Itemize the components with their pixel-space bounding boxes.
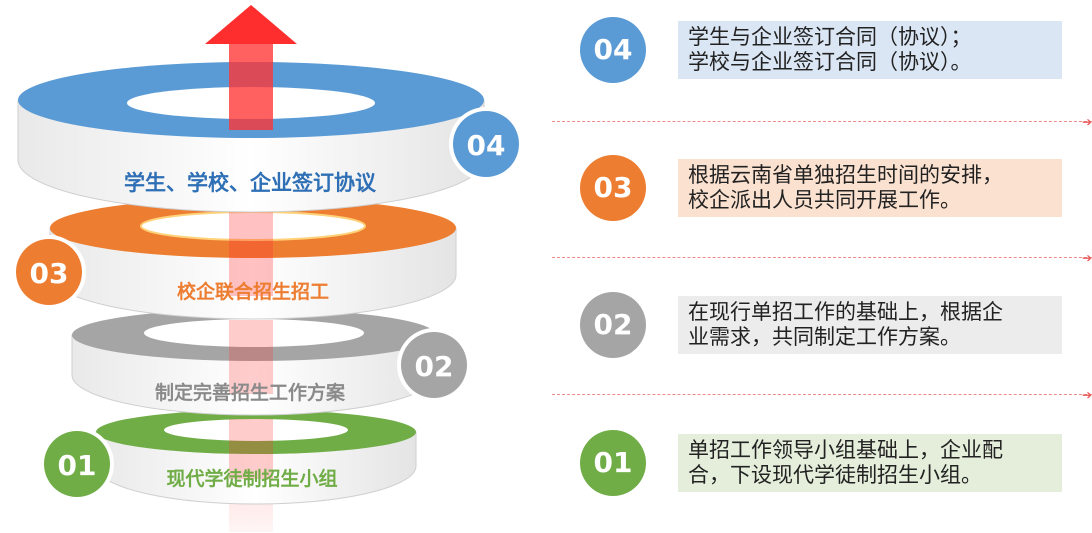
svg-text:04: 04 <box>467 129 506 162</box>
step-description-line: 在现行单招工作的基础上，根据企 <box>688 300 1003 324</box>
step-description: 根据云南省单独招生时间的安排， 校企派出人员共同开展工作。 <box>678 159 1062 217</box>
badge-01: 01 <box>40 427 114 501</box>
step-number-badge: 01 <box>580 430 646 496</box>
badge-03: 03 <box>12 235 86 309</box>
arrow-upper-shaft <box>229 42 273 130</box>
svg-text:03: 03 <box>30 257 69 290</box>
step-description-line: 单招工作领导小组基础上，企业配 <box>688 438 1003 462</box>
step-description: 单招工作领导小组基础上，企业配 合，下设现代学徒制招生小组。 <box>678 434 1062 492</box>
step-description-line: 学生与企业签订合同（协议）； <box>688 25 972 49</box>
separator-line: ➔ <box>552 116 1092 128</box>
ring-label-01: 现代学徒制招生小组 <box>166 467 337 490</box>
step-description-line: 合，下设现代学徒制招生小组。 <box>688 463 982 487</box>
badge-02: 02 <box>397 328 471 402</box>
ring-stack-diagram: 现代学徒制招生小组 制定完善招生工作方案 校企联合招生招工 学生、学校、企业签订… <box>12 5 523 532</box>
svg-text:01: 01 <box>58 449 97 482</box>
svg-text:02: 02 <box>415 350 454 383</box>
step-description: 在现行单招工作的基础上，根据企 业需求，共同制定工作方案。 <box>678 296 1062 354</box>
ring-02: 制定完善招生工作方案 <box>71 309 437 416</box>
step-description-line: 校企派出人员共同开展工作。 <box>688 188 961 212</box>
step-description-line: 根据云南省单独招生时间的安排， <box>688 163 1003 187</box>
step-number-badge: 04 <box>580 17 646 83</box>
step-number-badge: 03 <box>580 155 646 221</box>
separator-line: ➔ <box>552 252 1092 264</box>
step-description-line: 业需求，共同制定工作方案。 <box>688 325 961 349</box>
arrow-head <box>205 5 297 44</box>
separator-line: ➔ <box>552 389 1092 401</box>
ring-label-03: 校企联合招生招工 <box>177 280 329 303</box>
badge-04: 04 <box>449 107 523 181</box>
ring-01: 现代学徒制招生小组 <box>95 410 417 505</box>
step-number-badge: 02 <box>580 292 646 358</box>
step-description: 学生与企业签订合同（协议）； 学校与企业签订合同（协议）。 <box>678 21 1062 79</box>
ring-label-02: 制定完善招生工作方案 <box>155 381 346 404</box>
step-description-line: 学校与企业签订合同（协议）。 <box>688 50 972 74</box>
ring-03: 校企联合招生招工 <box>49 198 457 320</box>
ring-label-04: 学生、学校、企业签订协议 <box>124 171 377 195</box>
